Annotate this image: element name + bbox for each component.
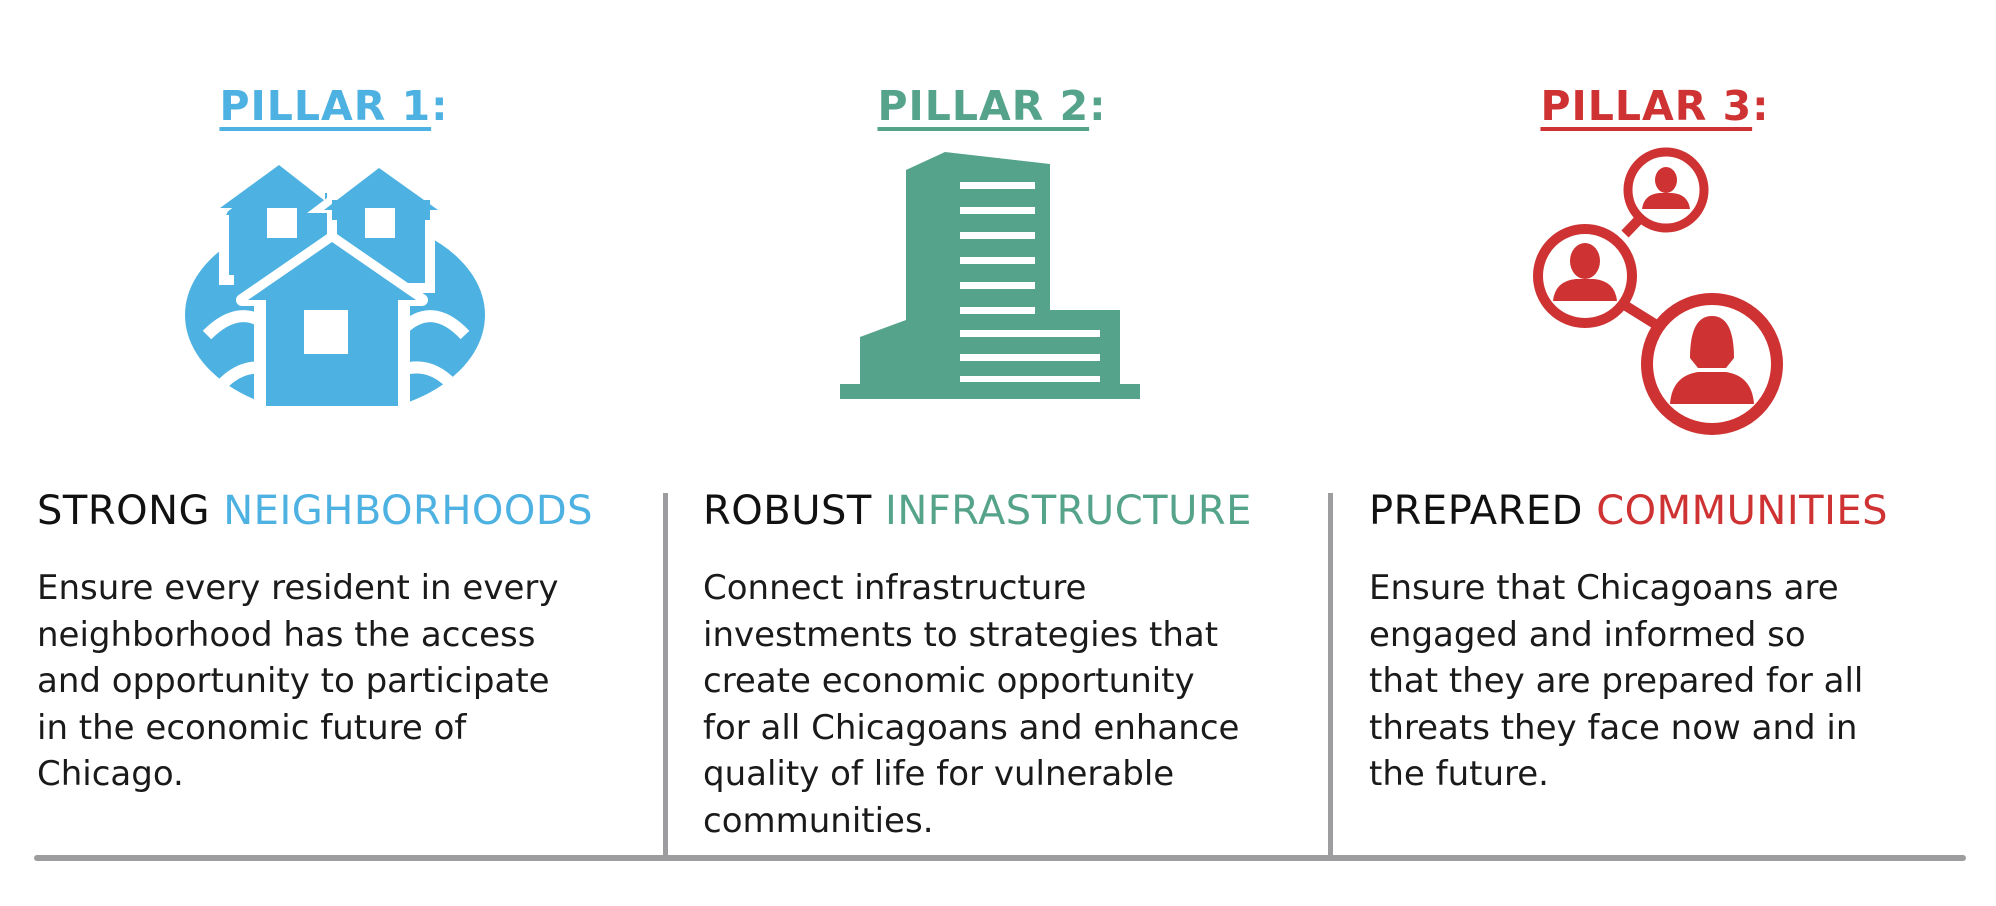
pillar-1-title-lead: STRONG — [37, 488, 211, 534]
desc-line: Ensure every resident in every — [37, 568, 559, 608]
pillar-1-description: Ensure every resident in every neighborh… — [37, 565, 558, 798]
desc-line: threats they face now and in — [1369, 707, 1858, 748]
pillar-3-title: PREPARED COMMUNITIES — [1369, 488, 1888, 534]
pillar-2-description: Connect infrastructure investments to st… — [703, 565, 1239, 844]
pillar-3-title-accent: COMMUNITIES — [1596, 488, 1889, 534]
desc-line: for all Chicagoans and enhance — [703, 707, 1240, 748]
desc-line: in the economic future of — [37, 707, 467, 748]
column-divider-1 — [663, 493, 668, 856]
desc-line: neighborhood has the access — [37, 614, 536, 655]
pillar-2-title-accent: INFRASTRUCTURE — [885, 488, 1252, 534]
desc-line: and opportunity to participate — [37, 661, 550, 701]
desc-line: investments to strategies that — [703, 614, 1219, 655]
pillar-2-colon: : — [1089, 82, 1107, 130]
pillar-3-title-lead: PREPARED — [1369, 488, 1583, 534]
pillar-1-colon: : — [431, 82, 449, 130]
bottom-rule — [34, 855, 1966, 861]
houses-neighborhood-icon — [185, 160, 485, 420]
pillar-2-heading: PILLAR 2: — [692, 82, 1292, 130]
desc-line: communities. — [703, 800, 934, 841]
pillar-2-title: ROBUST INFRASTRUCTURE — [703, 488, 1252, 534]
desc-line: create economic opportunity — [703, 661, 1195, 701]
pillar-1-heading: PILLAR 1: — [34, 82, 634, 130]
pillar-1-title: STRONG NEIGHBORHOODS — [37, 488, 593, 534]
pillar-1-label: PILLAR 1 — [219, 82, 432, 130]
pillar-3-heading: PILLAR 3: — [1355, 82, 1955, 130]
desc-line: Chicago. — [37, 754, 184, 794]
desc-line: quality of life for vulnerable — [703, 754, 1175, 794]
pillar-1-title-accent: NEIGHBORHOODS — [223, 488, 594, 534]
building-icon — [840, 152, 1140, 399]
pillar-3-description: Ensure that Chicagoans are engaged and i… — [1369, 565, 1863, 798]
column-divider-2 — [1328, 493, 1333, 856]
pillar-3-colon: : — [1752, 82, 1770, 130]
pillar-2-label: PILLAR 2 — [877, 82, 1090, 130]
desc-line: that they are prepared for all — [1369, 661, 1864, 701]
people-network-icon — [1533, 147, 1783, 435]
desc-line: engaged and informed so — [1369, 614, 1806, 655]
desc-line: Connect infrastructure — [703, 568, 1087, 608]
pillar-3-label: PILLAR 3 — [1540, 82, 1753, 130]
desc-line: Ensure that Chicagoans are — [1369, 568, 1839, 608]
desc-line: the future. — [1369, 754, 1549, 794]
pillar-2-title-lead: ROBUST — [703, 488, 872, 534]
